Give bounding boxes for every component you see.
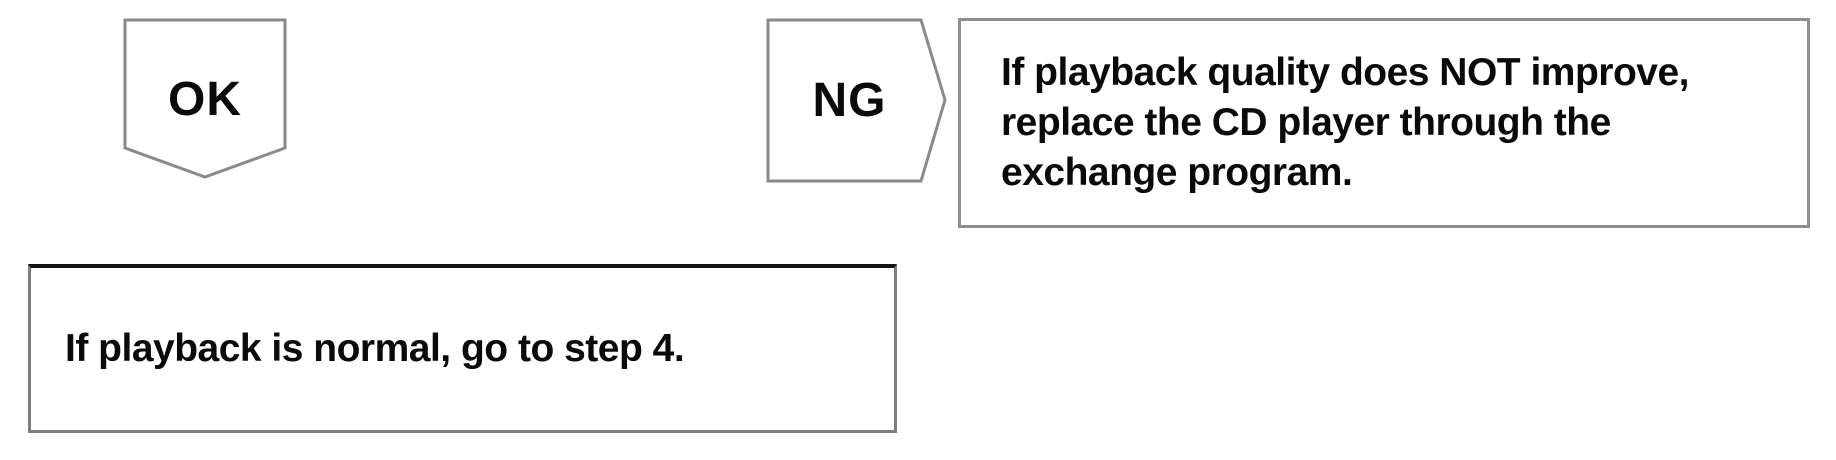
ok-result-box: If playback is normal, go to step 4. xyxy=(28,264,897,433)
ok-connector-shape: OK xyxy=(123,18,287,180)
ng-connector-label: NG xyxy=(812,74,887,127)
ok-result-text: If playback is normal, go to step 4. xyxy=(65,327,685,370)
ng-connector-shape: NG xyxy=(766,18,947,183)
ng-result-line-3: exchange program. xyxy=(1001,151,1353,194)
ng-pentagon-right-icon xyxy=(766,18,947,183)
ok-pentagon-down-icon xyxy=(123,18,287,179)
ok-connector-label: OK xyxy=(168,72,242,126)
ng-result-line-2: replace the CD player through the xyxy=(1001,101,1611,144)
ng-result-line-1: If playback quality does NOT improve, xyxy=(1001,51,1690,94)
ng-result-box: If playback quality does NOT improve, re… xyxy=(958,18,1810,228)
